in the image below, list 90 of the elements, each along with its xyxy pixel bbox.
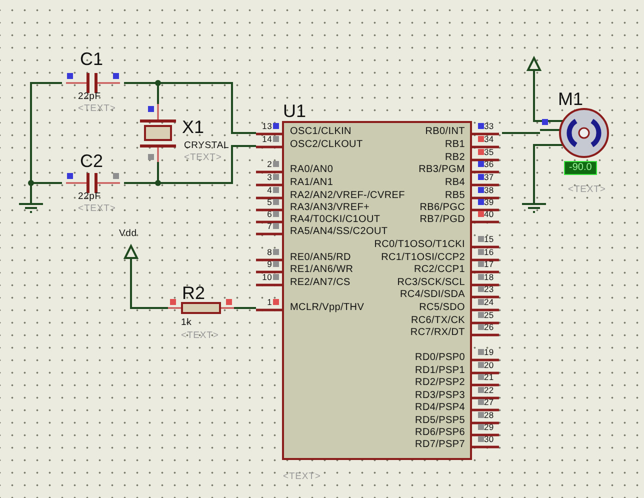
pin-number: 27 [484, 398, 494, 406]
pin-label: RC3/SCK/SCL [397, 278, 465, 288]
component-reference: M1 [558, 90, 584, 108]
component-value: 1k [181, 318, 192, 328]
pin-number: 3 [267, 172, 272, 181]
placeholder-text: <TEXT> [78, 204, 116, 214]
placeholder-text: <TEXT> [181, 331, 219, 340]
pin-number: 33 [484, 122, 494, 130]
pin-label: RD6/PSP6 [415, 428, 465, 438]
pin-number: 40 [484, 210, 494, 218]
component-reference: C2 [80, 152, 104, 170]
pin-number: 22 [484, 386, 494, 394]
placeholder-text: <TEXT> [184, 153, 222, 162]
component-reference: R2 [182, 284, 206, 302]
pin-number: 34 [484, 134, 494, 143]
pin-label: RD2/PSP2 [415, 378, 465, 388]
pin-number: 30 [484, 434, 494, 443]
pin-number: 20 [484, 360, 494, 369]
pin-number: 28 [484, 410, 494, 419]
pin-number: 25 [484, 310, 494, 319]
pin-number: 5 [267, 198, 272, 206]
pin-label: RA4/T0CKI/C1OUT [290, 215, 380, 225]
component-value: CRYSTAL [184, 141, 230, 150]
pin-number: 35 [484, 148, 494, 156]
pin-label: RA0/AN0 [290, 165, 334, 175]
pin-number: 26 [484, 322, 494, 331]
pin-number: 10 [262, 272, 272, 281]
pin-label: RD7/PSP7 [415, 440, 465, 450]
pin-label: RC1/T1OSI/CCP2 [381, 253, 465, 263]
pin-number: 7 [267, 222, 272, 230]
pin-label: RD3/PSP3 [415, 391, 465, 401]
pin-label: RB0/INT [425, 127, 465, 137]
pin-label: RA2/AN2/VREF-/CVREF [290, 191, 405, 201]
pin-label: RB6/PGC [420, 203, 465, 213]
pin-number: 6 [267, 210, 272, 218]
pin-number: 19 [484, 348, 494, 356]
pin-number: 8 [267, 248, 272, 256]
pin-label: RC5/SDO [419, 303, 465, 313]
pin-label: RD0/PSP0 [415, 353, 465, 363]
pin-number: 1 [267, 298, 272, 306]
value-display: -90.0 [564, 161, 597, 175]
pin-label: RD5/PSP5 [415, 416, 465, 426]
pin-number: 23 [484, 284, 494, 293]
pin-label: RC2/CCP1 [414, 265, 465, 275]
pin-label: RE0/AN5/RD [290, 253, 351, 263]
pin-label: RC4/SDI/SDA [400, 290, 465, 300]
component-reference: U1 [283, 102, 306, 120]
pin-label: RE2/AN7/CS [290, 278, 350, 288]
component-reference: C1 [80, 50, 104, 68]
component-reference: X1 [182, 118, 204, 136]
pin-label: RB3/PGM [418, 165, 465, 175]
pin-label: RB2 [444, 153, 465, 163]
terminal-label: Vdd [119, 229, 137, 238]
component-value: 22pF [78, 192, 101, 202]
pin-number: 17 [484, 260, 494, 268]
component-value: 22pF [78, 92, 101, 102]
pin-number: 4 [267, 186, 272, 194]
pin-number: 39 [484, 198, 494, 206]
pin-label: RB1 [444, 140, 465, 150]
pin-label: RD4/PSP4 [415, 403, 465, 413]
pin-number: 36 [484, 160, 494, 168]
pin-number: 9 [267, 260, 272, 268]
placeholder-text: <TEXT> [568, 185, 606, 194]
pin-number: 18 [484, 272, 494, 281]
pin-number: 15 [484, 234, 494, 243]
pin-label: RB4 [444, 178, 465, 188]
pin-label: RB7/PGD [420, 215, 465, 225]
pin-number: 13 [262, 122, 272, 130]
pin-label: RE1/AN6/WR [290, 265, 354, 275]
pin-label: RD1/PSP1 [415, 366, 465, 376]
pin-label: MCLR/Vpp/THV [290, 303, 364, 313]
pin-number: 21 [484, 372, 494, 381]
pin-number: 24 [484, 298, 494, 306]
pin-number: 14 [262, 134, 272, 143]
pin-label: RA3/AN3/VREF+ [290, 203, 370, 213]
pin-number: 2 [267, 160, 272, 168]
pin-label: RA1/AN1 [290, 178, 334, 188]
pin-label: RC0/T1OSO/T1CKI [374, 240, 465, 250]
pin-label: RC7/RX/DT [410, 328, 465, 338]
pin-label: RB5 [444, 191, 465, 201]
pin-label: OSC1/CLKIN [290, 127, 352, 137]
pin-label: RA5/AN4/SS/C2OUT [290, 227, 388, 237]
pin-number: 16 [484, 248, 494, 256]
pin-number: 38 [484, 186, 494, 194]
pin-label: RC6/TX/CK [410, 316, 465, 326]
pin-number: 37 [484, 172, 494, 181]
pin-number: 29 [484, 422, 494, 431]
placeholder-text: <TEXT> [78, 104, 116, 114]
placeholder-text: <TEXT> [283, 472, 321, 482]
pin-label: OSC2/CLKOUT [290, 140, 363, 150]
